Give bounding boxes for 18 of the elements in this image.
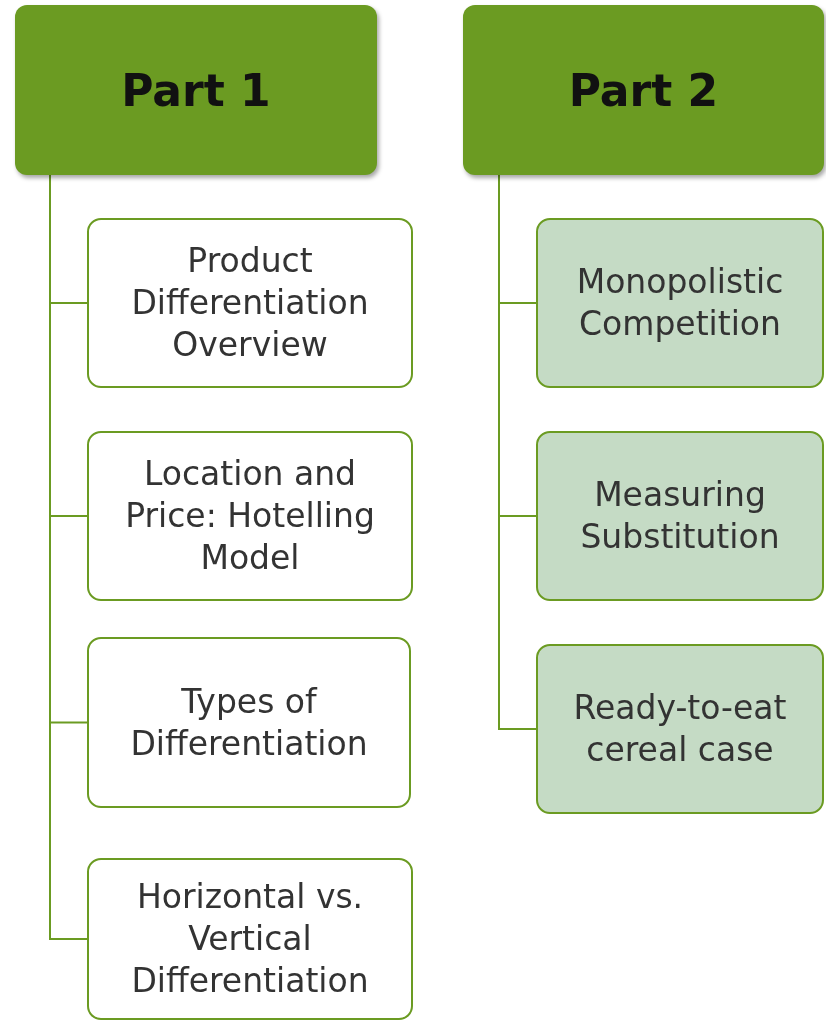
topic-text: Measuring Substitution (579, 474, 781, 558)
topic-text: Product Differentiation Overview (130, 240, 370, 366)
topic-box (536, 431, 824, 601)
topic-text: Monopolistic Competition (575, 261, 785, 345)
topic-box (87, 218, 413, 388)
topic-text: Types of Differentiation (129, 680, 369, 765)
topic-box (87, 431, 413, 601)
topic-box (87, 637, 411, 808)
topic-text: Location and Price: Hotelling Model (124, 453, 376, 579)
topic-box (536, 644, 824, 814)
header-text: Part 1 (121, 64, 271, 116)
topic-text: Ready-to-eat cereal case (572, 687, 788, 771)
header-box (463, 5, 824, 175)
topic-box (87, 858, 413, 1020)
header-text: Part 2 (568, 64, 719, 116)
topic-box (536, 218, 824, 388)
header-box (15, 5, 377, 175)
topic-text: Horizontal vs. Vertical Differentiation (130, 876, 370, 1002)
